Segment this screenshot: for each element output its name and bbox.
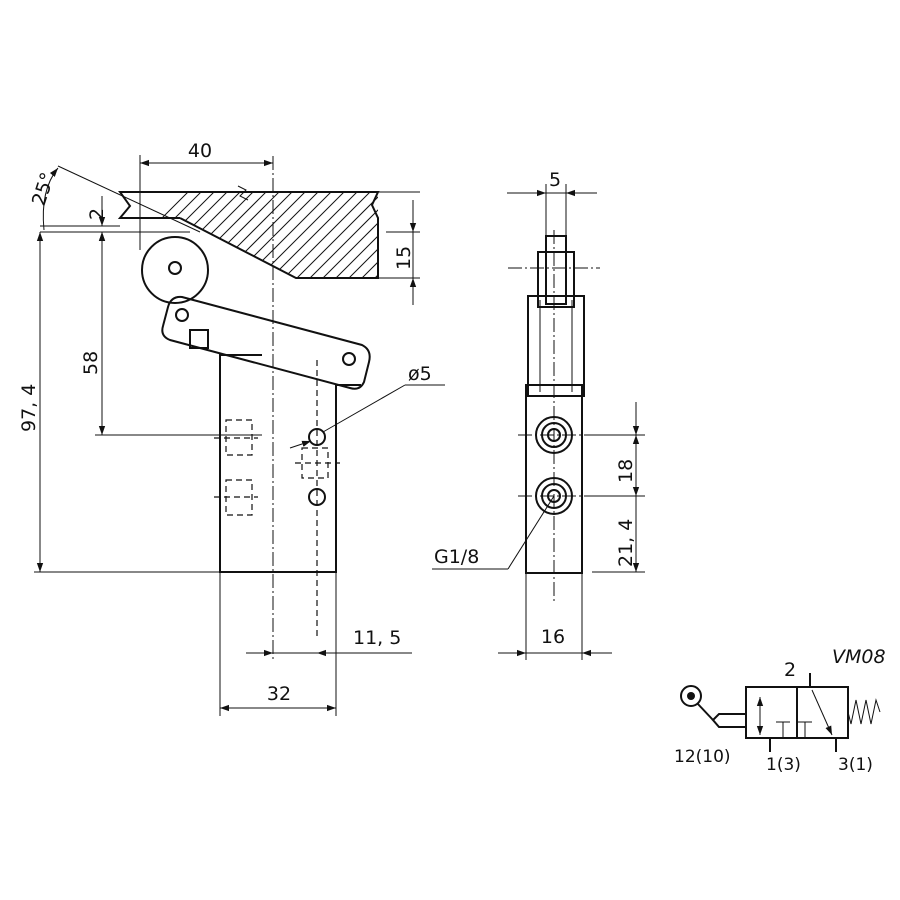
return-spring — [847, 698, 881, 725]
dim-25-label: 25° — [28, 170, 59, 209]
dim-dia-5-label: ø5 — [408, 363, 432, 385]
front-view: 40 25° 2 15 58 — [18, 140, 551, 716]
hatch-line — [323, 192, 378, 278]
cam-hatching — [120, 180, 551, 290]
leader-line — [507, 495, 555, 570]
pneumatic-symbol: VM08 2 12(10) 1(3) 3(1) — [674, 646, 886, 775]
dim-2: 2 — [40, 196, 120, 262]
dim-40-label: 40 — [188, 140, 212, 162]
dim-58-label: 58 — [80, 351, 102, 375]
dim-g1-8: G1/8 — [432, 495, 555, 570]
angle-leg — [57, 165, 201, 233]
lever-side — [527, 295, 585, 397]
dim-11-5: 11, 5 — [246, 627, 412, 657]
lever-arm — [161, 295, 371, 390]
hatch-line — [362, 192, 378, 278]
hatch-line — [441, 180, 551, 290]
hatch-line — [271, 192, 378, 278]
right-box-flow-arrow — [811, 689, 833, 736]
lever-pin-upper — [175, 308, 189, 322]
port-3-1-label: 3(1) — [838, 755, 873, 775]
hatch-line — [297, 192, 378, 278]
dim-58: 58 — [80, 232, 262, 436]
dim-15-label: 15 — [393, 246, 415, 270]
dim-97-4: 97, 4 — [18, 232, 220, 573]
roller-lever — [141, 236, 371, 390]
port-12-10-label: 12(10) — [674, 747, 731, 767]
dim-2-label: 2 — [86, 208, 108, 220]
dim-32-label: 32 — [267, 683, 291, 705]
leader-arrow — [289, 440, 312, 449]
valve-body — [214, 354, 361, 640]
roller-axle — [168, 261, 182, 275]
angle-arc — [42, 167, 59, 231]
hatch-line — [402, 180, 512, 290]
lever-pin-lower — [342, 352, 356, 366]
actuator-roller-pin — [687, 692, 695, 700]
roller — [141, 236, 209, 304]
dim-97-4-label: 97, 4 — [18, 384, 40, 432]
leader-line — [322, 384, 406, 433]
dim-16: 16 — [498, 573, 612, 660]
dim-15: 15 — [378, 191, 420, 305]
actuator-lever-link — [696, 702, 714, 721]
dim-5-label: 5 — [549, 169, 561, 191]
roller-side — [545, 235, 567, 305]
roller-fork — [508, 235, 600, 308]
dim-g1-8-label: G1/8 — [434, 546, 479, 568]
hatch-line — [389, 180, 499, 290]
dim-16-label: 16 — [541, 626, 565, 648]
port-1-3-label: 1(3) — [766, 755, 801, 775]
break-line — [237, 185, 249, 201]
hatch-line — [349, 192, 378, 278]
body-outline — [219, 354, 361, 573]
model-label: VM08 — [832, 646, 886, 668]
port-2-label: 2 — [784, 659, 796, 681]
dim-21-4-label: 21, 4 — [615, 519, 637, 567]
hatch-line — [415, 180, 525, 290]
dim-18-21-4: 18 21, 4 — [592, 402, 645, 573]
fork — [537, 251, 575, 308]
hatch-line — [310, 192, 378, 278]
dim-dia-5: ø5 — [289, 363, 445, 449]
dim-18-label: 18 — [615, 459, 637, 483]
hatch-line — [336, 192, 378, 278]
hatch-line — [428, 180, 538, 290]
hatch-line — [120, 192, 214, 278]
dim-25-deg: 25° — [28, 165, 201, 233]
hatch-line — [375, 192, 378, 278]
actuator-roller — [680, 685, 702, 707]
dim-11-5-label: 11, 5 — [353, 627, 401, 649]
hatch-line — [284, 192, 378, 278]
dim-32: 32 — [219, 572, 337, 716]
dim-5: 5 — [507, 169, 597, 236]
hatch-line — [120, 192, 201, 278]
dim-40: 40 — [139, 140, 273, 250]
cam-outline — [117, 191, 380, 279]
side-view: 5 18 21, 4 G1/8 16 — [432, 169, 645, 660]
cam-block — [117, 180, 551, 290]
actuator-lever — [711, 713, 747, 728]
